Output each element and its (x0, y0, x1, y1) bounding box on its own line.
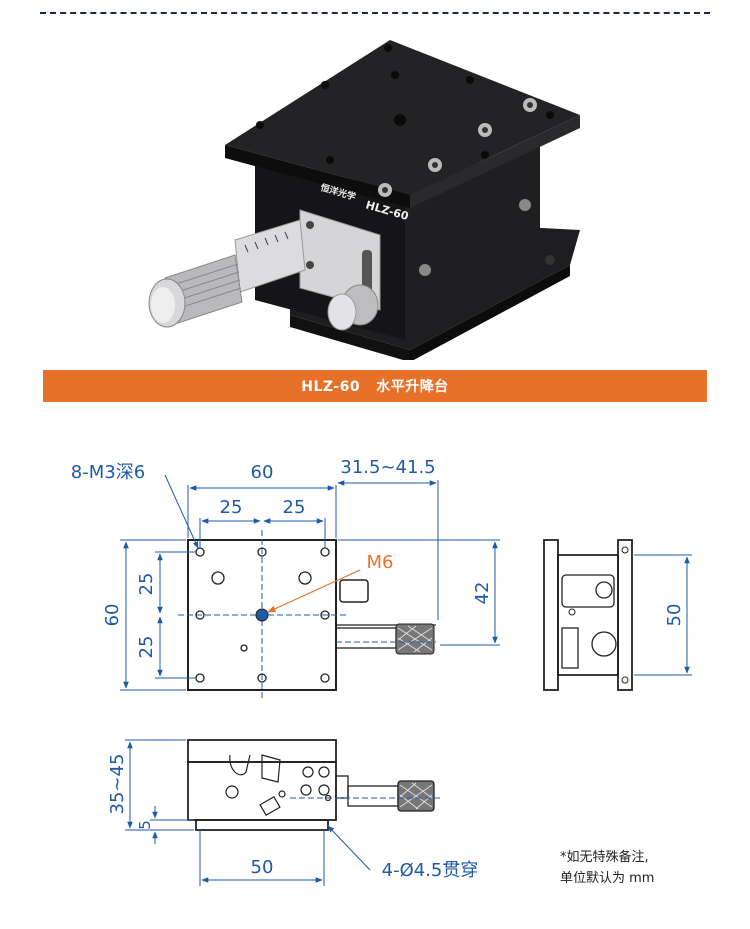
dim-spacing-25-a: 25 (220, 497, 243, 518)
dim-center-hole: M6 (367, 552, 394, 573)
dim-base-5: 5 (136, 820, 154, 830)
dim-through-holes: 4-Ø4.5贯穿 (382, 860, 479, 881)
banner-title: HLZ-60 水平升降台 (301, 379, 449, 395)
dim-height-25-b: 25 (136, 636, 157, 659)
product-title-banner: HLZ-60 水平升降台 (43, 370, 707, 402)
dim-spacing-25-b: 25 (283, 497, 306, 518)
product-photo: 恒洋光学 HLZ-60 (148, 40, 580, 360)
side-view (543, 539, 633, 691)
unit-note-line-1: *如无特殊备注, (560, 850, 649, 865)
technical-drawing: 60 25 25 31.5~41.5 8-M3深6 M6 60 25 25 42… (71, 457, 692, 886)
top-dashed-divider (40, 12, 710, 14)
dim-holes-label: 8-M3深6 (71, 462, 145, 483)
unit-note-line-2: 单位默认为 mm (560, 871, 655, 886)
top-view (178, 530, 436, 700)
dim-height-42: 42 (472, 582, 493, 605)
dim-base-50: 50 (251, 857, 274, 878)
front-view (187, 739, 435, 831)
dim-travel: 31.5~41.5 (340, 457, 435, 478)
dim-height-60: 60 (102, 604, 123, 627)
dim-side-50: 50 (664, 604, 685, 627)
dim-height-25-a: 25 (136, 573, 157, 596)
unit-note: *如无特殊备注, 单位默认为 mm (560, 847, 654, 889)
dim-width-60: 60 (251, 462, 274, 483)
dim-height-range: 35~45 (107, 754, 128, 815)
